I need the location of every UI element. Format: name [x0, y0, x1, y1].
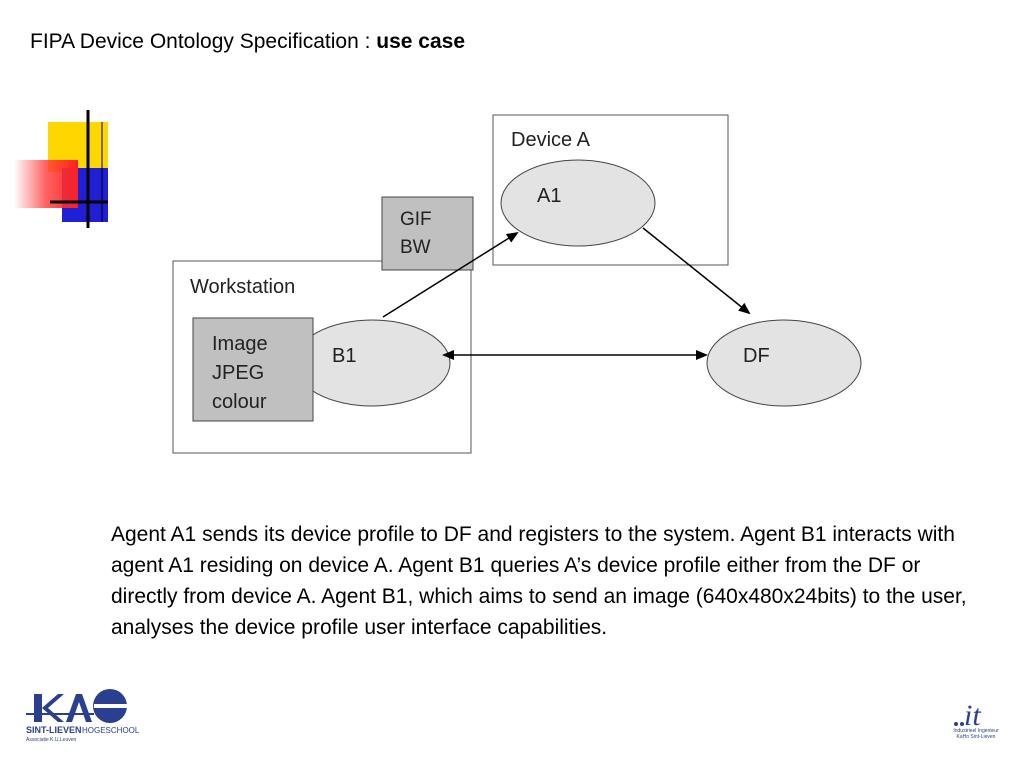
node-a1-label: A1: [537, 185, 561, 207]
device-a-label: Device A: [511, 129, 591, 151]
it-logo: it: [954, 699, 981, 732]
image-box-line2: JPEG: [212, 362, 264, 384]
svg-text:HOGESCHOOL: HOGESCHOOL: [82, 726, 140, 735]
node-df-label: DF: [743, 345, 770, 367]
node-b1: [293, 319, 451, 407]
title-bold: use case: [376, 30, 466, 53]
red-gradient-square: [14, 160, 78, 208]
gif-format-box: [381, 196, 474, 271]
kaho-sint-lieven-logo: SINT-LIEVEN HOGESCHOOL Associatie K.U.Le…: [26, 689, 140, 743]
svg-text:Associatie K.U.Leuven: Associatie K.U.Leuven: [26, 737, 77, 743]
node-a1: [500, 159, 656, 247]
arrow-b1-to-a1: [382, 231, 519, 318]
svg-text:it: it: [964, 699, 981, 732]
gif-box-line2: BW: [400, 237, 431, 258]
title-prefix: FIPA Device Ontology Specification :: [30, 30, 377, 53]
workstation-label: Workstation: [190, 276, 295, 298]
gif-box-line1: GIF: [400, 209, 432, 230]
image-box-line1: Image: [212, 333, 268, 355]
image-box-line3: colour: [212, 391, 267, 413]
description-paragraph: Agent A1 sends its device profile to DF …: [111, 523, 967, 639]
image-format-box: [192, 317, 314, 422]
node-df: [706, 319, 862, 407]
node-b1-label: B1: [332, 345, 356, 367]
decorative-squares: [14, 110, 108, 228]
arrow-a1-to-df: [642, 227, 751, 315]
slide-title: FIPA Device Ontology Specification : use…: [30, 30, 465, 54]
svg-text:SINT-LIEVEN: SINT-LIEVEN: [26, 725, 82, 735]
it-logo-caption: Industrieel Ingenieur KaHo Sint-Lieven: [953, 728, 999, 740]
